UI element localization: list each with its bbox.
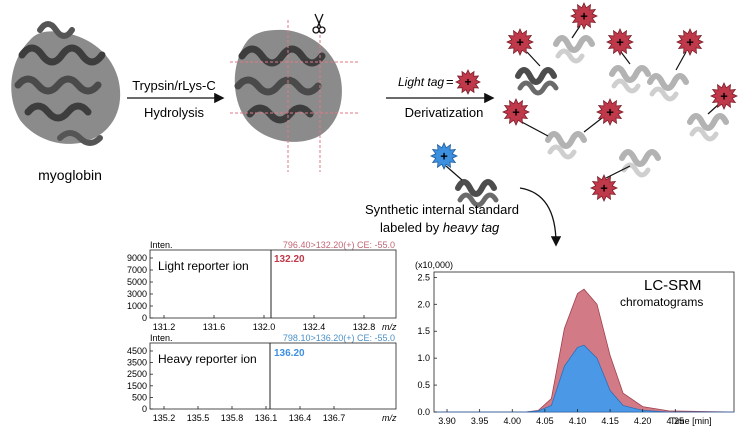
ms-light-transition: 796.40>132.20(+) CE: -55.0 — [283, 240, 395, 250]
tag-star-icon: + — [710, 82, 738, 110]
tag-star-icon: + — [502, 98, 530, 126]
chart-x-tick-label: 4.05 — [536, 416, 554, 426]
ms-x-tick-label: 131.6 — [203, 322, 226, 332]
tag-star-icon: + — [430, 142, 458, 170]
chart-y-tick-label: 1.5 — [417, 326, 430, 336]
charge-label: + — [686, 35, 694, 50]
scissors-icon — [312, 13, 326, 34]
ms-x-tick-label: 136.4 — [289, 413, 312, 423]
chart-y-tick-label: 2.0 — [417, 299, 430, 309]
chart-x-tick-label: 3.90 — [438, 416, 456, 426]
ms-heavy-peak-label: 136.20 — [274, 348, 305, 359]
light-tag-stars: + + + + + + + + — [502, 2, 738, 202]
chart-x-tick-label: 3.95 — [471, 416, 489, 426]
ms-x-tick-label: 132.8 — [353, 322, 376, 332]
ms-light-ion-label: Light reporter ion — [158, 259, 249, 273]
ms-x-tick-label: 131.2 — [153, 322, 176, 332]
enzyme-label: Trypsin/rLys-C — [132, 78, 216, 93]
tagged-peptides — [445, 25, 726, 205]
ms-light-peak-label: 132.20 — [274, 254, 305, 265]
ms-y-tick-label: 0 — [142, 404, 147, 414]
charge-label: + — [616, 35, 624, 50]
chart-x-label: Time [min] — [670, 416, 712, 426]
chart-x-tick-label: 4.10 — [569, 416, 587, 426]
chart-x-tick-label: 4.20 — [634, 416, 652, 426]
ms-heavy-y-title: Inten. — [150, 333, 173, 343]
peptide-fragment — [622, 152, 658, 175]
chromatogram-area — [434, 344, 734, 413]
ms-heavy-x-unit: m/z — [382, 413, 397, 423]
ms-x-tick-label: 135.5 — [187, 413, 210, 423]
chart-title: LC-SRM — [644, 277, 702, 294]
chart-y-multiplier: (x10,000) — [415, 260, 453, 270]
hydrolysis-label: Hydrolysis — [144, 105, 204, 120]
chart-x-tick-label: 4.15 — [601, 416, 619, 426]
charge-label: + — [512, 105, 520, 120]
ms-x-tick-label: 132.4 — [303, 322, 326, 332]
ms-x-tick-label: 135.2 — [153, 413, 176, 423]
myoglobin-structure-icon — [11, 21, 121, 146]
peptide-fragment — [548, 134, 584, 157]
ms-y-tick-label: 4500 — [127, 346, 147, 356]
peptide-fragment — [612, 68, 648, 91]
ms-y-tick-label: 0 — [142, 313, 147, 323]
tag-star-icon: + — [606, 28, 634, 56]
chart-subtitle: chromatograms — [620, 295, 703, 309]
ms-x-tick-label: 136.1 — [255, 413, 278, 423]
chart-y-tick-label: 0.0 — [417, 407, 430, 417]
ms-y-tick-label: 500 — [132, 392, 147, 402]
light-tag-icon: + — [455, 69, 481, 95]
charge-label: + — [720, 89, 728, 104]
chart-y-tick-label: 1.0 — [417, 353, 430, 363]
chart-x-tick-label: 4.00 — [503, 416, 521, 426]
ms-y-tick-label: 2500 — [127, 369, 147, 379]
charge-label: + — [580, 9, 588, 24]
ms-x-tick-label: 136.7 — [323, 413, 346, 423]
svg-text:+: + — [464, 75, 471, 89]
ms-heavy-ion-label: Heavy reporter ion — [158, 352, 257, 366]
charge-label: + — [600, 181, 608, 196]
tag-star-icon: + — [506, 28, 534, 56]
ms-y-tick-label: 9000 — [127, 253, 147, 263]
ms-heavy-transition: 798.10>136.20(+) CE: -55.0 — [283, 333, 395, 343]
standard-line2: labeled by heavy tag — [380, 220, 500, 235]
flow-arrow — [519, 187, 562, 247]
ms-light-y-title: Inten. — [150, 240, 173, 250]
chart-y-tick-label: 2.5 — [417, 272, 430, 282]
ms-y-tick-label: 3000 — [127, 289, 147, 299]
ms-light-panel: Inten. 796.40>132.20(+) CE: -55.0 132.20… — [127, 240, 397, 332]
ms-x-tick-label: 132.0 — [253, 322, 276, 332]
charge-label: + — [440, 149, 448, 164]
equals-sign: = — [446, 74, 454, 89]
tag-star-icon: + — [596, 98, 624, 126]
light-tag-label: Light tag — [398, 75, 444, 89]
tag-star-icon: + — [676, 28, 704, 56]
chart-x-tick-label: 4.25 — [667, 416, 685, 426]
peptide-fragment — [690, 116, 726, 139]
derivatization-label: Derivatization — [405, 105, 484, 120]
ms-x-tick-label: 135.8 — [221, 413, 244, 423]
lc-srm-chart: (x10,000) 0.0 0.5 1.0 1.5 2.0 2.5 3.90 3.95 4.0… — [415, 260, 735, 426]
ms-y-tick-label: 3500 — [127, 358, 147, 368]
charge-label: + — [516, 35, 524, 50]
standard-line1: Synthetic internal standard — [365, 202, 519, 217]
tag-star-icon: + — [570, 2, 598, 30]
heavy-tag-stars: + — [430, 142, 458, 170]
protein-label: myoglobin — [38, 167, 102, 183]
peptide-fragment — [556, 38, 592, 61]
cleavage-lines — [230, 20, 358, 172]
charge-label: + — [606, 105, 614, 120]
tag-star-icon: + — [590, 174, 618, 202]
peptide-fragment — [650, 76, 686, 99]
ms-y-tick-label: 1000 — [127, 301, 147, 311]
ms-light-x-unit: m/z — [382, 322, 397, 332]
chart-y-tick-label: 0.5 — [417, 380, 430, 390]
ms-heavy-panel: Inten. 798.10>136.20(+) CE: -55.0 136.20… — [127, 333, 397, 423]
ms-y-tick-label: 7000 — [127, 265, 147, 275]
ms-y-tick-label: 1500 — [127, 381, 147, 391]
peptide-fragment — [518, 70, 556, 93]
ms-y-tick-label: 5000 — [127, 277, 147, 287]
